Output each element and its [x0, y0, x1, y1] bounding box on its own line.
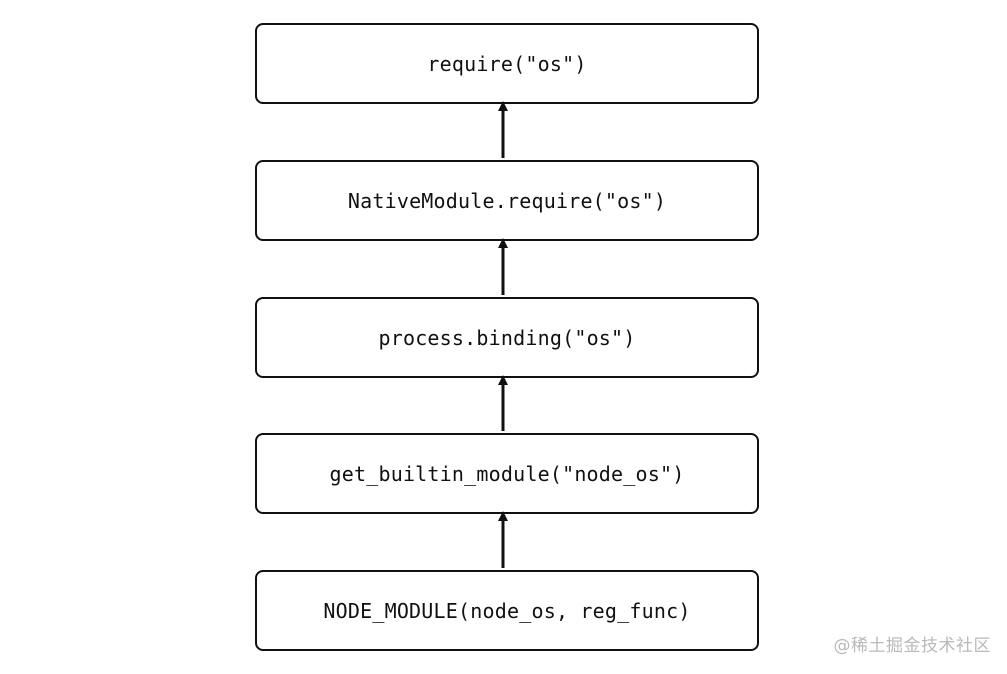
- step-box-require: require("os"): [255, 23, 759, 104]
- step-label: get_builtin_module("node_os"): [329, 461, 685, 486]
- watermark: @稀土掘金技术社区: [833, 636, 991, 656]
- step-label: NativeModule.require("os"): [347, 188, 667, 213]
- step-box-native-module-require: NativeModule.require("os"): [255, 160, 759, 241]
- step-label: NODE_MODULE(node_os, reg_func): [323, 598, 691, 623]
- step-label: process.binding("os"): [378, 325, 636, 350]
- step-box-node-module: NODE_MODULE(node_os, reg_func): [255, 570, 759, 651]
- step-box-process-binding: process.binding("os"): [255, 297, 759, 378]
- step-box-get-builtin-module: get_builtin_module("node_os"): [255, 433, 759, 514]
- step-label: require("os"): [427, 51, 587, 76]
